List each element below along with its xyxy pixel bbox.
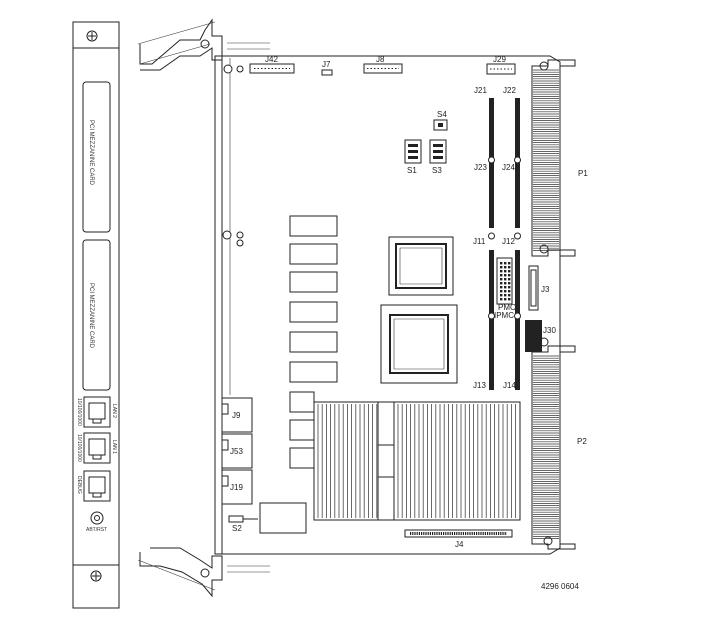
abort-reset-label: ABT/RST — [86, 527, 107, 533]
label-s2: S2 — [232, 524, 242, 533]
connector-j3 — [528, 265, 539, 311]
ejector-handle-top — [137, 18, 270, 71]
debug-label: DEBUG — [76, 476, 82, 494]
label-j29: J29 — [493, 55, 506, 64]
header-j42 — [249, 63, 295, 74]
connector-j4 — [404, 529, 513, 538]
label-ipmc: IPMC — [494, 311, 514, 320]
label-j11: J11 — [473, 237, 486, 246]
label-j53: J53 — [230, 447, 243, 456]
label-j21: J21 — [474, 86, 487, 95]
label-p2: P2 — [577, 437, 587, 446]
label-j42: J42 — [265, 55, 278, 64]
label-j9: J9 — [232, 411, 241, 420]
label-s3: S3 — [432, 166, 442, 175]
connector-j30 — [525, 320, 542, 352]
lan2-label: LAN 2 — [111, 404, 117, 418]
pmc-connector-column-right — [514, 98, 521, 390]
pmc-slot-window-1 — [82, 81, 111, 233]
bga-chip-upper — [388, 236, 454, 296]
label-p1: P1 — [578, 169, 588, 178]
header-j7 — [321, 69, 333, 76]
label-j30: J30 — [543, 326, 556, 335]
label-j14: J14 — [503, 381, 516, 390]
panel-screw-top — [86, 30, 98, 42]
label-j12: J12 — [502, 237, 515, 246]
pmc-slot-window-2 — [82, 239, 111, 391]
backplane-connector-p1 — [531, 59, 576, 257]
switch-s2 — [228, 502, 307, 534]
label-j22: J22 — [503, 86, 516, 95]
label-j7: J7 — [322, 60, 331, 69]
connector-j19 — [221, 469, 253, 505]
switch-s3 — [429, 139, 447, 164]
pmc-connector-column-left — [488, 98, 495, 390]
lan1-speed-label: 10/100/1000 — [76, 434, 82, 462]
label-j24: J24 — [502, 163, 515, 172]
pmc-slot-label-1: PCI MEZZANINE CARD — [88, 120, 94, 186]
bga-chip-lower — [380, 304, 458, 384]
label-s4: S4 — [437, 110, 447, 119]
lan1-port — [83, 432, 111, 464]
memory-chip-column — [289, 215, 338, 469]
header-j8 — [363, 63, 403, 74]
ejector-handle-bottom — [137, 547, 270, 598]
switch-s1 — [404, 139, 422, 164]
header-j29 — [486, 63, 516, 75]
label-j8: J8 — [376, 55, 385, 64]
label-s1: S1 — [407, 166, 417, 175]
pmc-slot-label-2: PCI MEZZANINE CARD — [88, 283, 94, 349]
lan1-label: LAN 1 — [111, 440, 117, 454]
lan2-port — [83, 396, 111, 428]
lan2-speed-label: 10/100/1000 — [76, 398, 82, 426]
label-j3: J3 — [541, 285, 550, 294]
connector-j9 — [221, 397, 253, 433]
switch-s4 — [433, 119, 448, 131]
label-j13: J13 — [473, 381, 486, 390]
debug-port — [83, 470, 111, 502]
label-j19: J19 — [230, 483, 243, 492]
pmc-center-header — [496, 257, 513, 305]
figure-number: 4296 0604 — [541, 582, 579, 591]
front-panel: PCI MEZZANINE CARD PCI MEZZANINE CARD LA… — [72, 21, 120, 609]
label-pmc: PMC — [498, 303, 516, 312]
label-j4: J4 — [455, 540, 464, 549]
abort-reset-button — [90, 511, 104, 525]
heatsink — [313, 401, 521, 521]
backplane-connector-p2 — [531, 345, 576, 550]
panel-screw-bottom — [90, 570, 102, 582]
connector-j53 — [221, 433, 253, 469]
label-j23: J23 — [474, 163, 487, 172]
